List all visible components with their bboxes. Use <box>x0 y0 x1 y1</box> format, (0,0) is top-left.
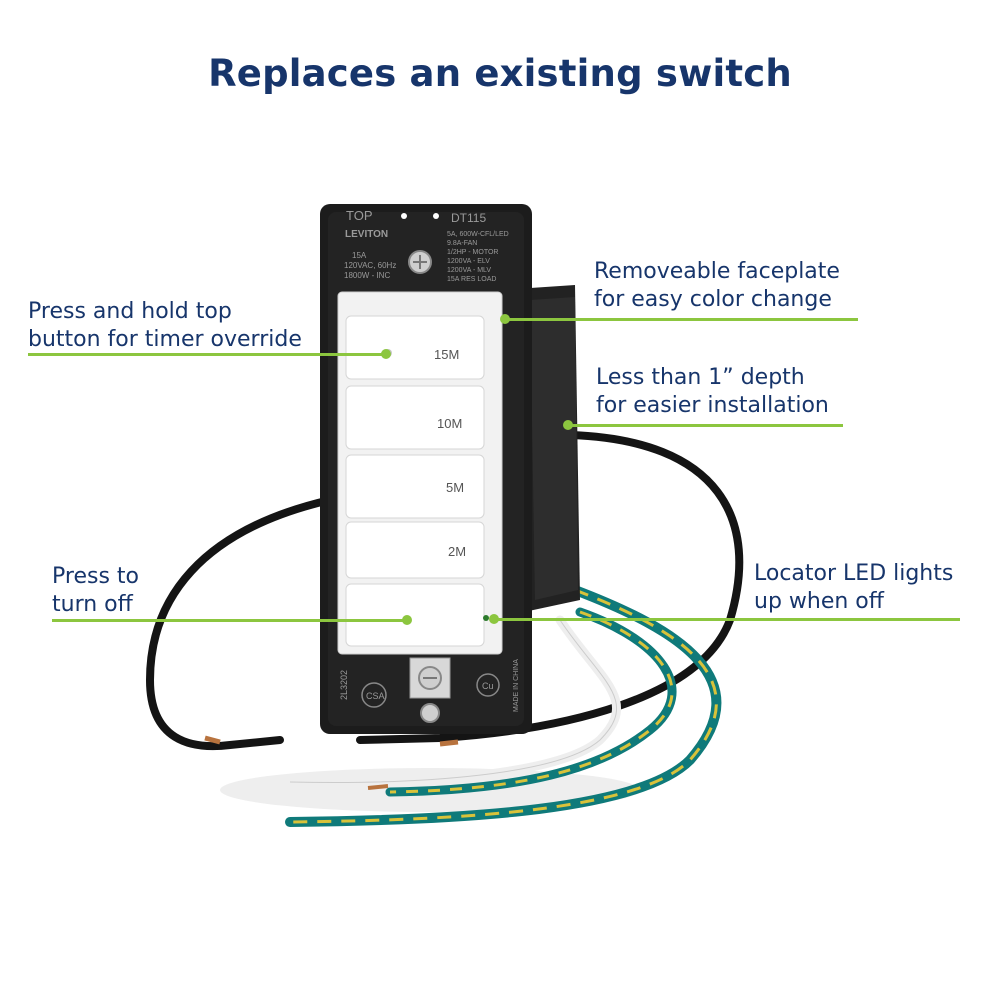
button-label-10m: 10M <box>437 416 462 431</box>
brand-label: LEVITON <box>345 229 388 240</box>
button-label-2m: 2M <box>448 544 466 559</box>
rating-right-5: 15A RES LOAD <box>447 276 496 283</box>
top-mark: TOP <box>346 208 373 223</box>
callout-line-faceplate <box>505 318 858 321</box>
callout-depth-line-2: for easier installation <box>596 393 829 418</box>
cu-mark <box>476 673 500 697</box>
callout-depth: Less than 1” depth for easier installati… <box>596 364 829 420</box>
rating-right-1: 9.8A-FAN <box>447 240 477 247</box>
callout-press-off-line-1: Press to <box>52 564 139 589</box>
callout-timer-override-line-1: Press and hold top <box>28 299 232 324</box>
rating-right-2: 1/2HP - MOTOR <box>447 249 498 256</box>
rating-right-0: 5A, 600W-CFL/LED <box>447 231 509 238</box>
button-label-5m: 5M <box>446 480 464 495</box>
callout-line-press-off <box>52 619 407 622</box>
timer-button-15m[interactable]: 15M <box>345 315 485 380</box>
callout-faceplate-line-1: Removeable faceplate <box>594 259 840 284</box>
callout-depth-line-1: Less than 1” depth <box>596 365 805 390</box>
locator-led <box>483 615 489 621</box>
rating-right-3: 1200VA - ELV <box>447 258 490 265</box>
timer-button-2m[interactable]: 2M <box>345 521 485 579</box>
model-label: DT115 <box>451 211 486 225</box>
callout-timer-override: Press and hold top button for timer over… <box>28 298 302 354</box>
callout-dot-timer-override <box>381 349 391 359</box>
callout-dot-press-off <box>402 615 412 625</box>
timer-button-5m[interactable]: 5M <box>345 454 485 519</box>
timer-button-10m[interactable]: 10M <box>345 385 485 450</box>
callout-locator-line-2: up when off <box>754 589 884 614</box>
callout-line-timer-override <box>28 353 386 356</box>
callout-press-off: Press to turn off <box>52 563 139 619</box>
callout-locator-line-1: Locator LED lights <box>754 561 954 586</box>
button-label-15m: 15M <box>434 347 459 362</box>
page-title: Replaces an existing switch <box>208 52 792 95</box>
svg-text:Cu: Cu <box>482 681 494 691</box>
callout-line-depth <box>568 424 843 427</box>
callout-faceplate-line-2: for easy color change <box>594 287 832 312</box>
callout-dot-depth <box>563 420 573 430</box>
callout-timer-override-line-2: button for timer override <box>28 327 302 352</box>
rating-right-4: 1200VA - MLV <box>447 267 491 274</box>
side-code: 2L3202 <box>339 670 349 700</box>
callout-dot-locator <box>489 614 499 624</box>
callout-locator: Locator LED lights up when off <box>754 560 953 616</box>
black-wire-left <box>145 496 334 751</box>
rating-left-1: 120VAC, 60Hz <box>344 261 396 270</box>
callout-line-locator <box>494 618 960 621</box>
callout-dot-faceplate <box>500 314 510 324</box>
csa-mark <box>361 682 387 708</box>
made-in-label: MADE IN CHINA <box>513 659 520 712</box>
callout-faceplate: Removeable faceplate for easy color chan… <box>594 258 840 314</box>
callout-press-off-line-2: turn off <box>52 592 133 617</box>
rating-left-0: 15A <box>352 251 367 260</box>
rating-left-2: 1800W - INC <box>344 271 390 280</box>
svg-text:CSA: CSA <box>366 691 385 701</box>
off-button[interactable] <box>345 583 489 647</box>
